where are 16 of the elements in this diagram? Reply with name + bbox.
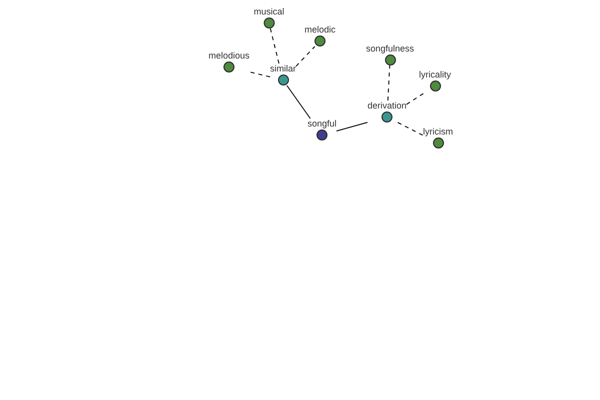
node-label: musical [254,6,284,16]
dashed-connector [270,28,280,64]
dashed-connector [397,122,424,136]
node-label: lyricism [423,126,453,136]
node-label: similar [270,64,296,74]
node-label: lyricality [419,70,451,80]
connector-line [336,122,368,132]
dashed-connector [249,71,270,78]
node-label: melodious [208,50,250,60]
node-label: derivation [367,100,407,110]
node-label: melodic [304,24,336,34]
node-label: songful [307,118,337,128]
node-label: songfulness [366,44,414,54]
dashed-connector [387,65,390,101]
connector-line [286,85,311,119]
dashed-connector [296,46,316,67]
